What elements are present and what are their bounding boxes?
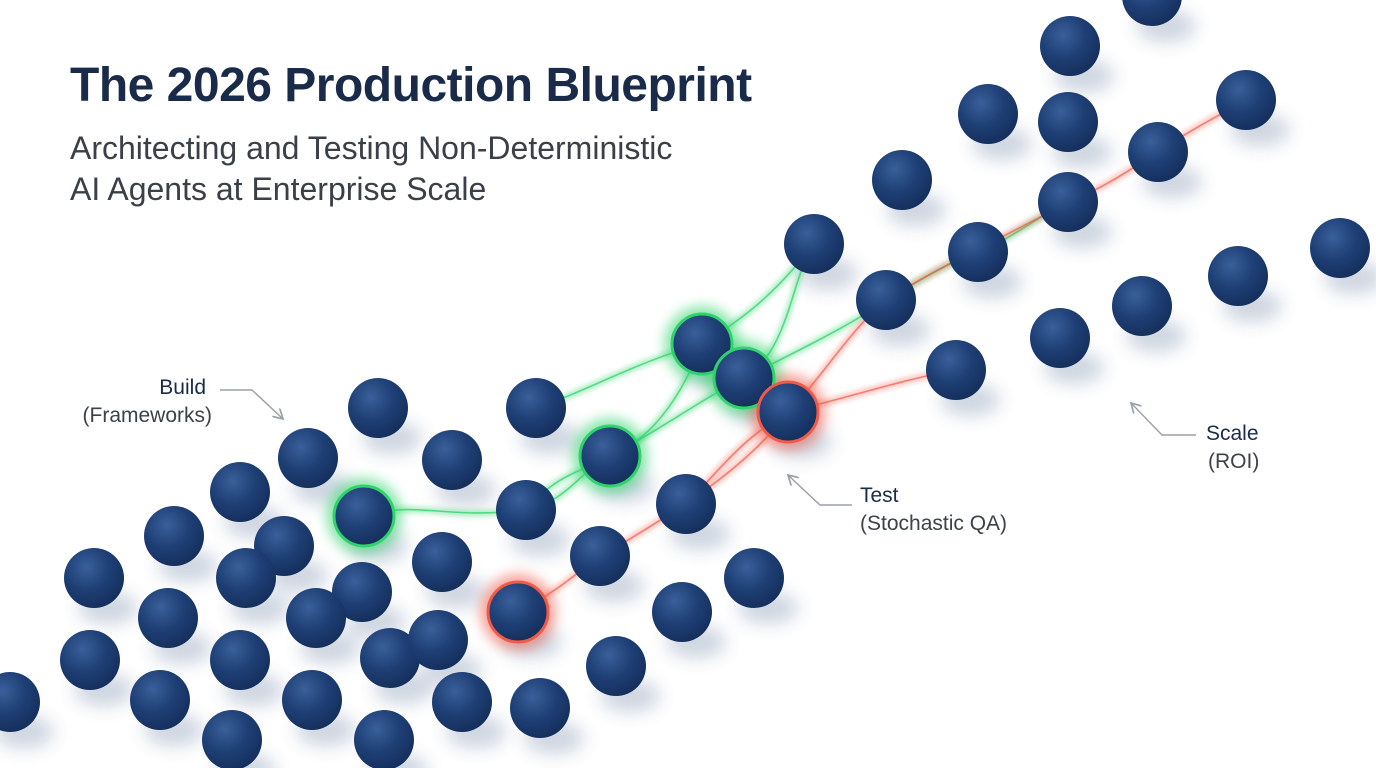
build-sublabel: (Frameworks) (82, 404, 213, 427)
agent-node (210, 462, 270, 522)
agent-node (138, 588, 198, 648)
agent-node (1038, 92, 1098, 152)
agent-node (348, 378, 408, 438)
agent-node (1122, 0, 1182, 26)
success-path (363, 343, 703, 517)
agent-node (64, 548, 124, 608)
agent-node (1310, 218, 1370, 278)
agent-node (202, 710, 262, 768)
agent-node (496, 480, 556, 540)
agent-node (432, 672, 492, 732)
scale-sublabel: (ROI) (1208, 450, 1260, 473)
agent-node (130, 670, 190, 730)
agent-node (60, 630, 120, 690)
agent-node (216, 548, 276, 608)
test-label: Test (860, 484, 899, 507)
subtitle-line-1: Architecting and Testing Non-Determinist… (70, 130, 673, 166)
agent-node (210, 630, 270, 690)
page-title: The 2026 Production Blueprint (70, 59, 752, 112)
agent-node (1038, 172, 1098, 232)
scale-pointer-arrow (1132, 404, 1196, 436)
test-pointer-arrow (789, 476, 852, 506)
agent-node (360, 628, 420, 688)
agent-node (286, 588, 346, 648)
agent-node (408, 610, 468, 670)
failure-agent-node (756, 380, 820, 444)
agent-node (282, 670, 342, 730)
success-agent-node (670, 312, 734, 376)
agent-node (1128, 122, 1188, 182)
page-subtitle: Architecting and Testing Non-Determinist… (70, 128, 672, 210)
agent-node (948, 222, 1008, 282)
success-agent-node (578, 424, 642, 488)
agent-node (354, 710, 414, 768)
agent-node (724, 548, 784, 608)
agent-node (510, 678, 570, 738)
success-agent-node (332, 484, 396, 548)
scale-label: Scale (1206, 422, 1259, 445)
agent-node (1112, 276, 1172, 336)
agent-node (586, 636, 646, 696)
agent-node (652, 582, 712, 642)
agent-node (856, 270, 916, 330)
agent-node (570, 526, 630, 586)
test-sublabel: (Stochastic QA) (860, 512, 1008, 535)
subtitle-line-2: AI Agents at Enterprise Scale (70, 171, 487, 207)
agent-node (958, 84, 1018, 144)
agent-node (0, 672, 40, 732)
agent-node (332, 562, 392, 622)
failure-agent-node (486, 580, 550, 644)
agent-node (506, 378, 566, 438)
agent-node (784, 214, 844, 274)
agent-node (422, 430, 482, 490)
agent-node (144, 506, 204, 566)
agent-node (1216, 70, 1276, 130)
agent-node (1208, 246, 1268, 306)
failure-path (517, 411, 789, 613)
agent-node (278, 428, 338, 488)
scale-stage-label: Scale (ROI) (1206, 420, 1259, 476)
build-pointer-arrow (220, 389, 282, 418)
agent-node (412, 532, 472, 592)
success-agent-node (712, 346, 776, 410)
agent-node (1040, 16, 1100, 76)
build-stage-label: Build (Frameworks) (72, 374, 213, 430)
build-label: Build (159, 376, 206, 399)
test-stage-label: Test (Stochastic QA) (860, 482, 1007, 538)
agent-node (872, 150, 932, 210)
agent-node (656, 474, 716, 534)
agent-node (926, 340, 986, 400)
agent-node (1030, 308, 1090, 368)
